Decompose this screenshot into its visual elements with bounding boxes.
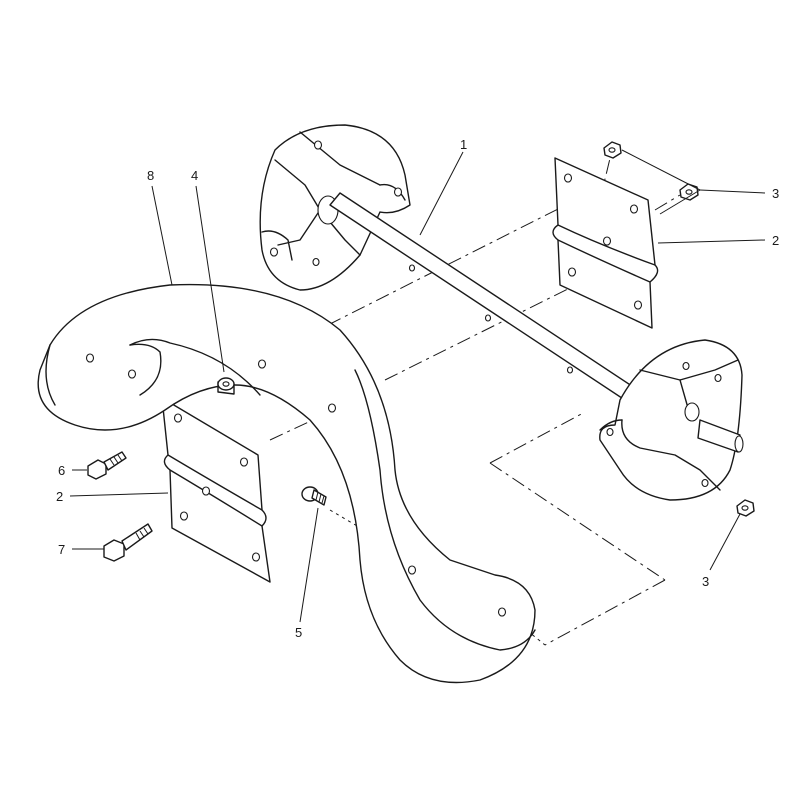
callout-7: 7 xyxy=(58,542,65,557)
nut-bottom xyxy=(736,499,755,517)
callout-8: 8 xyxy=(147,168,154,183)
callout-3-top: 3 xyxy=(772,186,779,201)
callout-1: 1 xyxy=(460,137,467,152)
nut-top xyxy=(603,141,622,159)
callout-2-left: 2 xyxy=(56,489,63,504)
nut-middle xyxy=(679,183,699,201)
bolt-long xyxy=(103,523,153,562)
callout-6: 6 xyxy=(58,463,65,478)
callout-5: 5 xyxy=(295,625,302,640)
callout-4: 4 xyxy=(191,168,198,183)
right-auger-hub xyxy=(599,339,744,501)
callouts: 1 2 3 3 4 5 6 2 7 8 xyxy=(56,137,779,640)
auger-flight xyxy=(37,283,536,684)
paddle-right xyxy=(552,157,659,329)
shear-bolt xyxy=(301,486,327,506)
callout-2-right: 2 xyxy=(772,233,779,248)
spacer xyxy=(217,377,235,395)
bolt-short xyxy=(87,451,127,480)
leader-lines xyxy=(69,149,766,623)
paddle-left xyxy=(161,397,271,583)
callout-3-bottom: 3 xyxy=(702,574,709,589)
